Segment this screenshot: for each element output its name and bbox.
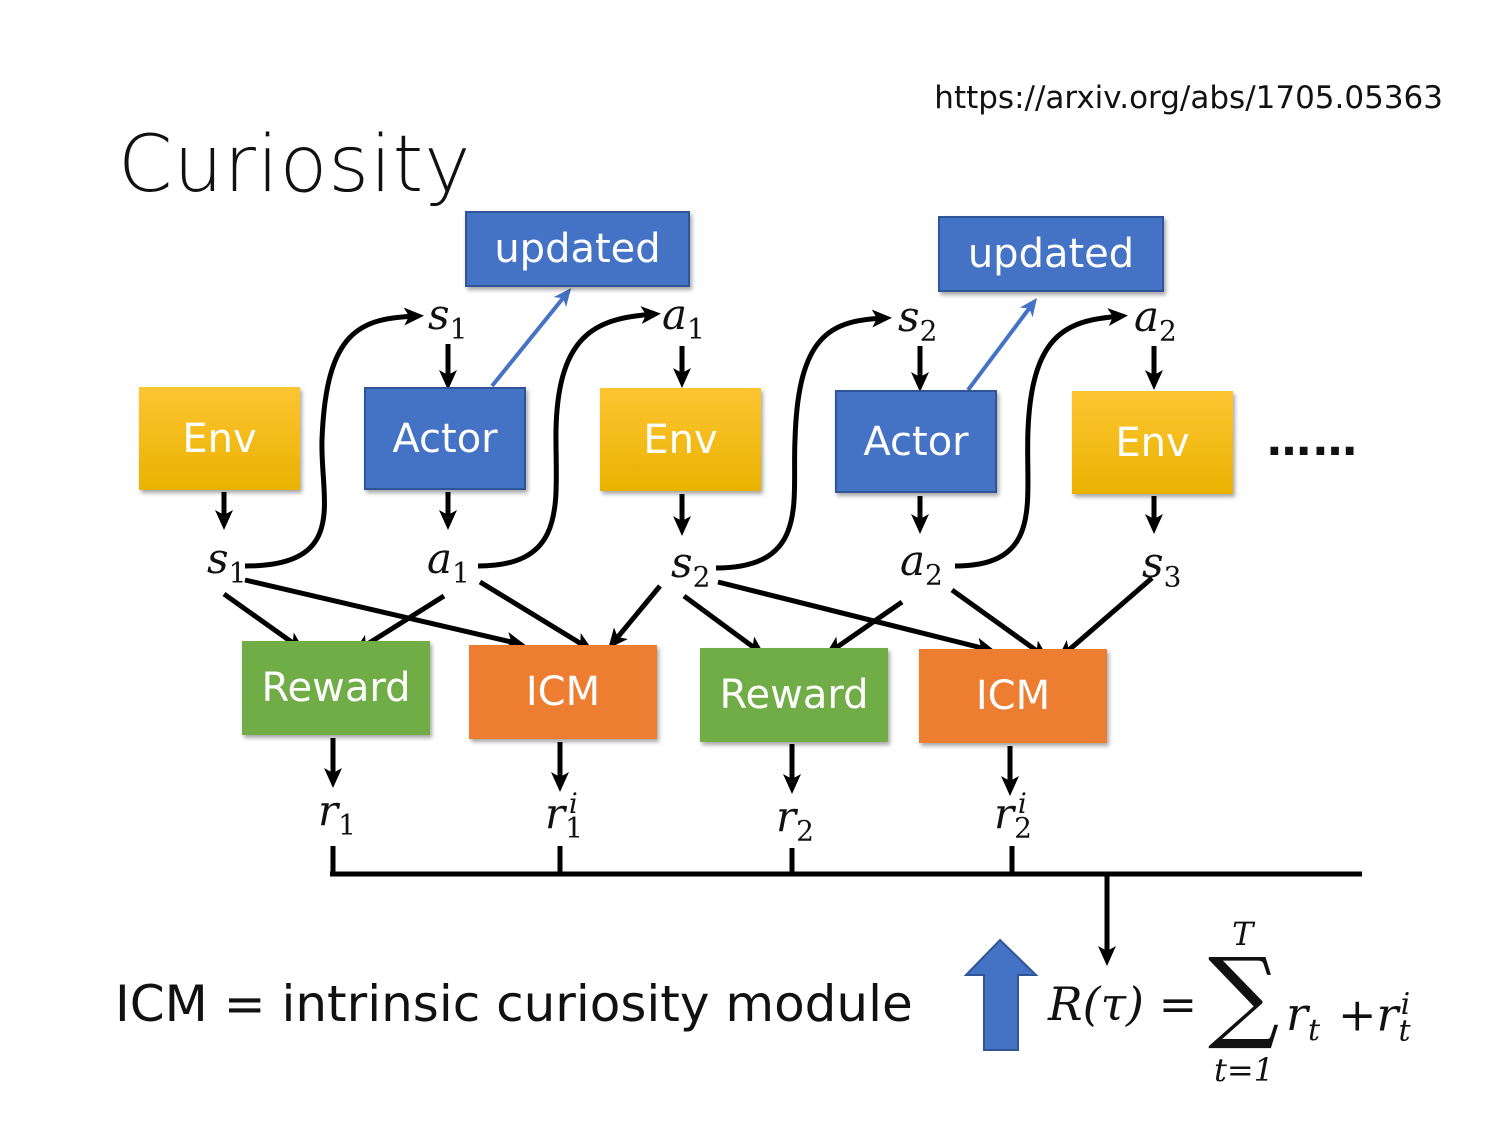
env-box-1: Env [139,387,300,490]
updated-box-2: updated [938,216,1164,292]
reward-box-2: Reward [700,648,888,742]
sigma-symbol: ∑ [1208,936,1280,1053]
var-r1: r1 [318,786,356,842]
var-r1-intrinsic: r1i [545,787,583,845]
var-s2-top: s2 [898,292,938,348]
var-r2-intrinsic: r2i [994,787,1032,845]
var-s3: s3 [1142,538,1182,594]
var-r2: r2 [776,792,814,848]
reward-box-1: Reward [242,641,430,735]
caption: ICM = intrinsic curiosity module [115,975,913,1033]
updated-box-1: updated [465,211,690,287]
var-s1-top: s1 [428,290,468,346]
sum-lower-limit: t=1 [1214,1051,1275,1089]
actor-box-1: Actor [364,387,526,490]
formula-term-extrinsic: rt [1286,987,1321,1049]
ellipsis: …… [1267,415,1359,466]
var-s1: s1 [207,534,247,590]
sum-upper-limit: T [1232,915,1254,953]
env-box-3: Env [1072,391,1233,494]
actor-box-2: Actor [835,390,997,493]
var-a2-top: a2 [1134,292,1177,348]
var-a1: a1 [427,534,470,590]
var-s2: s2 [671,538,711,594]
icm-box-1: ICM [469,645,657,739]
env-box-2: Env [600,388,761,491]
icm-box-2: ICM [919,649,1107,743]
reference-link[interactable]: https://arxiv.org/abs/1705.05363 [934,80,1443,116]
slide-title: Curiosity [118,120,472,210]
var-a1-top: a1 [662,290,705,346]
var-a2: a2 [900,536,943,592]
formula-lhs: R(τ) = [1048,977,1198,1031]
up-arrow-icon [963,938,1039,1051]
formula-term-intrinsic: +rti [1338,987,1411,1049]
return-formula: R(τ) = ∑ T t=1 rt +rti [1048,915,1468,1095]
